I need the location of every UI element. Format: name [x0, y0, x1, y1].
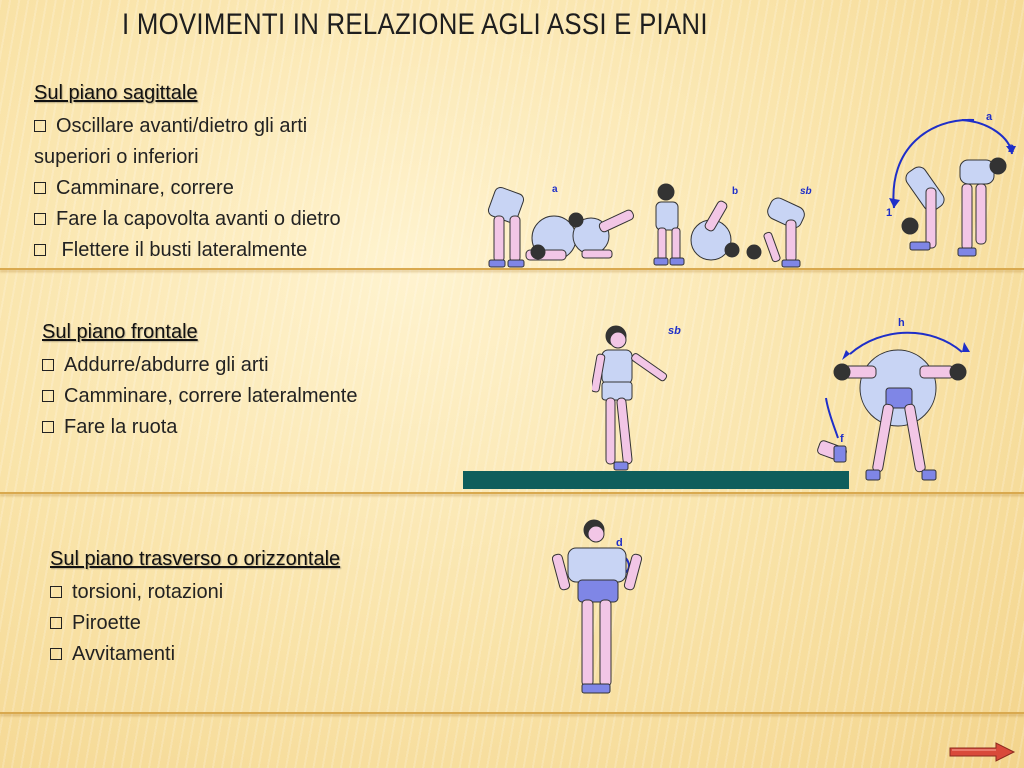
list-item: Fare la ruota — [42, 412, 357, 443]
list-item: Fare la capovolta avanti o dietro — [34, 204, 341, 235]
figure-label-1: 1 — [886, 207, 892, 219]
checkbox-bullet-icon — [34, 120, 46, 132]
section-trasverso: Sul piano trasverso o orizzontale torsio… — [50, 548, 340, 670]
checkbox-bullet-icon — [34, 182, 46, 194]
lateral-walk-illustration: sb — [592, 325, 681, 471]
figure-label-a: a — [986, 111, 993, 123]
checkbox-bullet-icon — [42, 421, 54, 433]
balance-beam — [463, 471, 849, 489]
section-sagittale: Sul piano sagittale Oscillare avanti/die… — [34, 82, 341, 266]
checkbox-bullet-icon — [50, 586, 62, 598]
list-item: Camminare, correre lateralmente — [42, 381, 357, 412]
figure-label-2: 2 — [1008, 143, 1014, 155]
figure-label-b: b — [732, 186, 738, 197]
section-divider-3 — [0, 712, 1024, 714]
section-divider-1 — [0, 268, 1024, 270]
checkbox-bullet-icon — [50, 617, 62, 629]
checkbox-bullet-icon — [34, 213, 46, 225]
checkbox-bullet-icon — [42, 359, 54, 371]
checkbox-bullet-icon — [42, 390, 54, 402]
list-item: Avvitamenti — [50, 639, 340, 670]
somersault-sequence-illustration: a b sb — [487, 183, 812, 268]
list-item-continuation: superiori o inferiori — [34, 146, 199, 168]
heading-frontale: Sul piano frontale — [42, 321, 198, 343]
list-item: Camminare, correre — [34, 173, 341, 204]
torsion-illustration: d — [552, 519, 643, 694]
checkbox-bullet-icon — [34, 244, 46, 256]
heading-sagittale: Sul piano sagittale — [34, 82, 198, 104]
list-item: Oscillare avanti/dietro gli arti — [34, 111, 341, 142]
section-divider-2 — [0, 492, 1024, 494]
list-item: Flettere il busti lateralmente — [34, 235, 341, 266]
cartwheel-illustration: h f — [817, 317, 970, 481]
figure-label-f: f — [840, 433, 844, 445]
slide-title: I MOVIMENTI IN RELAZIONE AGLI ASSI E PIA… — [122, 8, 708, 41]
heading-trasverso: Sul piano trasverso o orizzontale — [50, 548, 341, 570]
section-frontale: Sul piano frontale Addurre/abdurre gli a… — [42, 321, 357, 443]
list-item: Piroette — [50, 608, 340, 639]
next-slide-arrow-icon[interactable] — [948, 742, 1016, 762]
list-item: torsioni, rotazioni — [50, 577, 340, 608]
figure-label-a: a — [552, 184, 558, 195]
figure-label-h: h — [898, 317, 905, 329]
forward-bend-illustration: a 2 1 — [886, 111, 1016, 257]
figure-label-sb: sb — [668, 325, 681, 337]
list-item: Addurre/abdurre gli arti — [42, 350, 357, 381]
checkbox-bullet-icon — [50, 648, 62, 660]
figure-label-d: d — [616, 537, 623, 549]
figure-label-sb: sb — [800, 186, 812, 197]
